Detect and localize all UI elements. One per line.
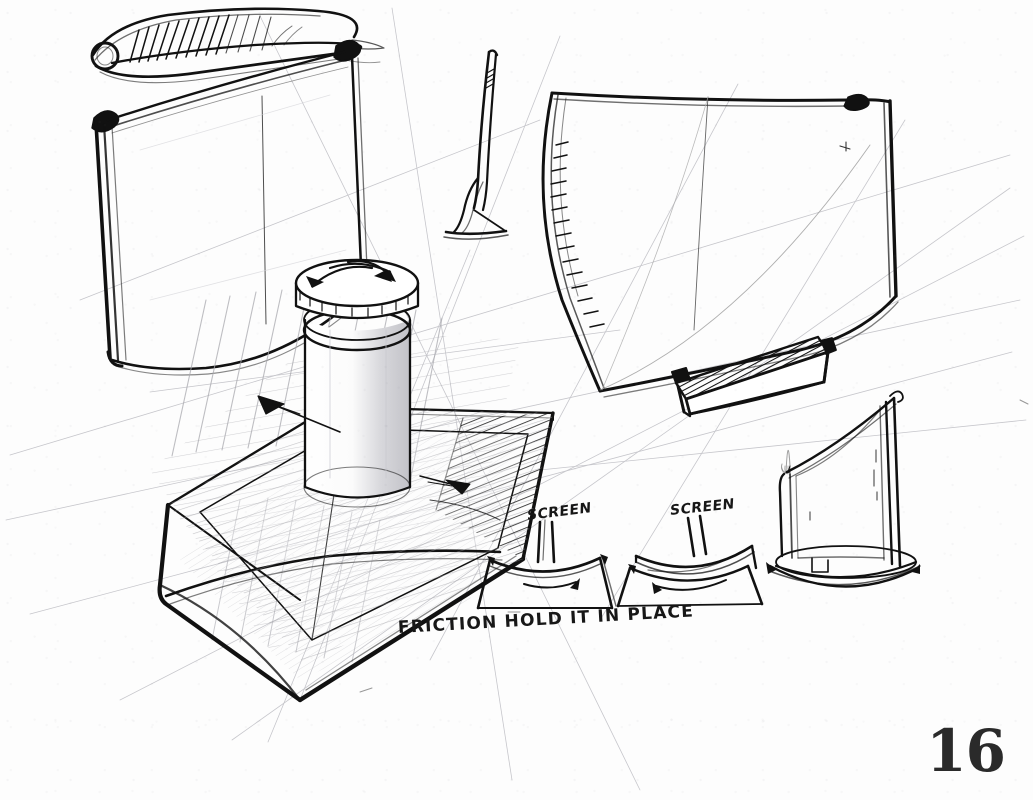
rotation-arrow-cylinder-cap: [306, 260, 396, 288]
rock-arrow-elliptical-base: [766, 562, 920, 588]
sketch-curved-profile-cross-section: [90, 7, 385, 84]
sketch-monitor-on-elliptical-base: [766, 390, 921, 588]
cylinder-body: [302, 299, 412, 508]
sketch-flat-panel-display-front: [91, 39, 369, 376]
page-number: 16: [926, 717, 1006, 785]
curved-monitor-stand: [671, 335, 837, 418]
stray-marks: [359, 399, 1029, 693]
sketch-screen-base-section-left: [476, 519, 617, 610]
sketch-monitor-side-profile: [443, 49, 509, 240]
perspective-guidelines: [5, 7, 1027, 791]
slide-arrow-section-left: [523, 578, 580, 590]
slide-arrow-section-right: [652, 579, 727, 594]
cylinder-cap: [294, 258, 420, 320]
sketch-curved-monitor-perspective: [541, 91, 899, 418]
translation-arrow-tray-right: [419, 475, 471, 495]
sketch-cylinder-in-channel-tray: [150, 258, 555, 703]
sketch-screen-base-section-right: [616, 514, 764, 608]
translation-arrow-tray-left: [257, 395, 341, 433]
